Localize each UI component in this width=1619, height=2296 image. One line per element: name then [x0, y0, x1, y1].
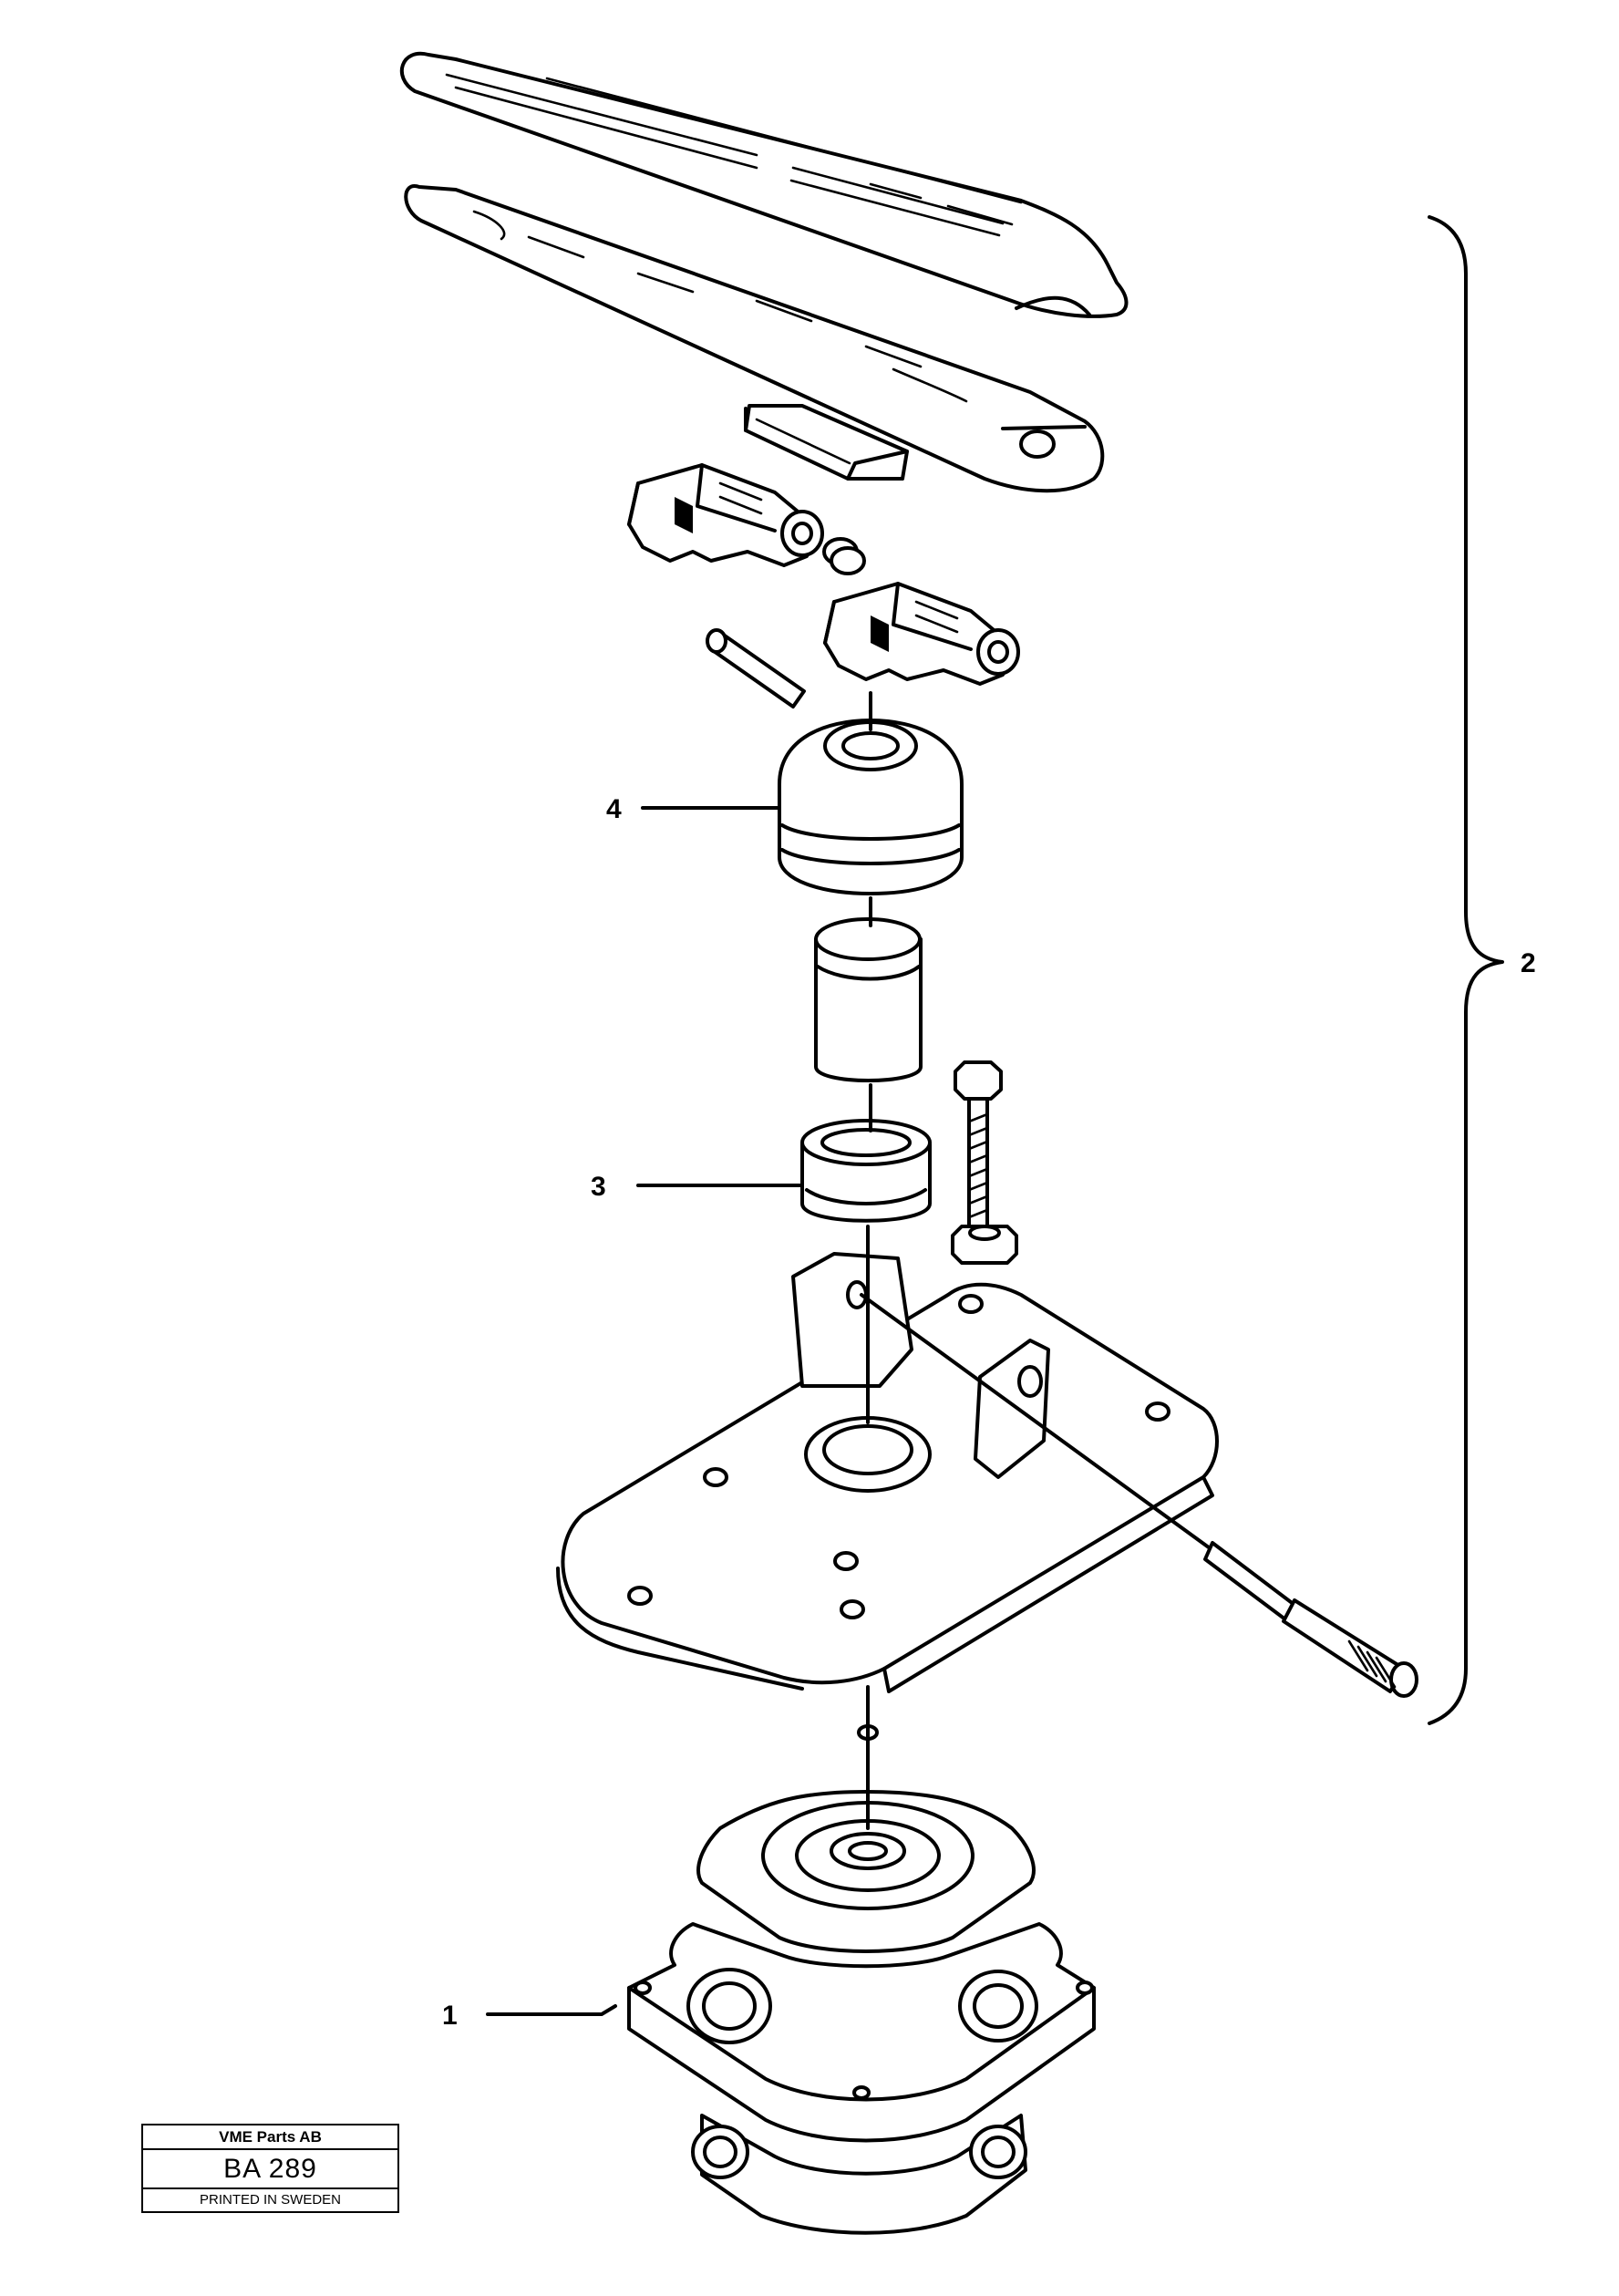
pedal-top-plate [399, 51, 1129, 318]
hinge-bracket-right [823, 582, 1020, 686]
assembly-centerline [866, 691, 872, 1830]
callout-label-4: 4 [606, 794, 622, 824]
plunger [814, 917, 923, 1082]
stamp-company: VME Parts AB [143, 2125, 397, 2150]
callout-label-1: 1 [442, 2001, 458, 2031]
mounting-base-plate [556, 1252, 1219, 1693]
leader-line-1 [486, 2004, 617, 2016]
pedal-pad-tab [744, 404, 909, 481]
pedal-arm [404, 184, 1105, 493]
bolt [954, 1060, 1003, 1238]
hinge-bracket-left [627, 463, 824, 567]
pivot-pin [706, 628, 806, 708]
assembly-brace [1428, 215, 1504, 1725]
seal-ring-part-3 [800, 1119, 932, 1223]
title-block-stamp: VME Parts AB BA 289 PRINTED IN SWEDEN [141, 2124, 399, 2213]
stamp-drawing-code: BA 289 [143, 2150, 397, 2189]
callout-label-2: 2 [1521, 948, 1536, 978]
brake-valve-part-1 [627, 1724, 1096, 2235]
callout-label-3: 3 [591, 1172, 606, 1202]
axle-rod [860, 1293, 1418, 1698]
retaining-clip [822, 537, 866, 575]
stamp-printed-note: PRINTED IN SWEDEN [199, 2192, 341, 2208]
nut [951, 1225, 1018, 1265]
rubber-boot-part-4 [778, 719, 964, 895]
